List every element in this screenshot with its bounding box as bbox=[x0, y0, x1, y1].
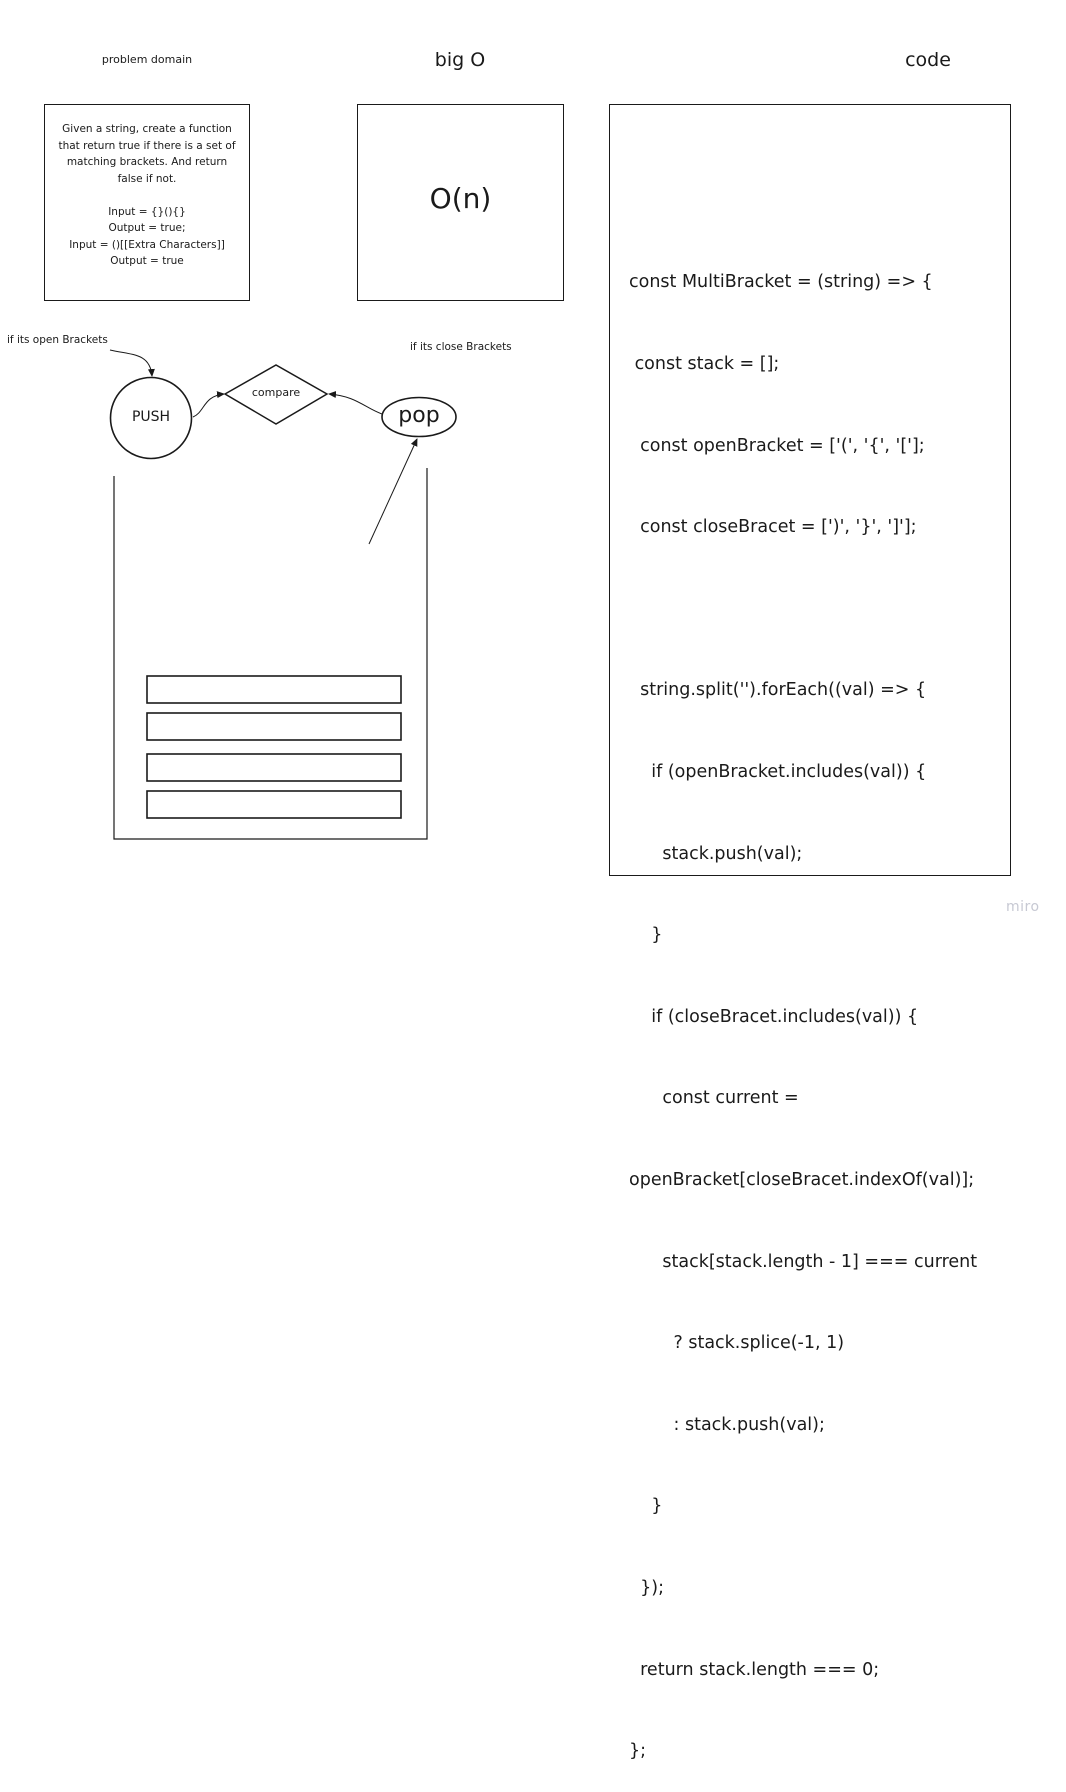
code-line: stack.push(val); bbox=[629, 843, 803, 864]
code-line: const stack = []; bbox=[629, 354, 780, 374]
pop-label: pop bbox=[398, 403, 440, 428]
code-heading: code bbox=[905, 49, 951, 71]
code-box bbox=[609, 104, 1011, 876]
problem-description: Given a string, create a function that r… bbox=[49, 121, 245, 270]
code-line: return stack.length === 0; bbox=[629, 1659, 880, 1680]
code-line: : stack.push(val); bbox=[629, 1414, 825, 1435]
code-line: openBracket[closeBracet.indexOf(val)]; bbox=[629, 1169, 975, 1190]
big-o-heading: big O bbox=[434, 49, 486, 71]
problem-line: that return true if there is a set of bbox=[58, 139, 236, 152]
code-line: const current = bbox=[629, 1088, 799, 1109]
compare-label: compare bbox=[251, 386, 301, 399]
code-line: ? stack.splice(-1, 1) bbox=[629, 1333, 845, 1354]
code-line: const closeBracet = [')', '}', ']']; bbox=[629, 517, 917, 538]
problem-line: Input = ()[[Extra Characters]] bbox=[69, 238, 225, 251]
compare-node bbox=[223, 364, 329, 425]
pop-node bbox=[381, 396, 457, 438]
code-line: } bbox=[629, 925, 663, 946]
push-label: PUSH bbox=[131, 409, 171, 425]
problem-line: Output = true; bbox=[108, 222, 186, 234]
push-to-compare-arrow bbox=[192, 391, 225, 418]
pop-to-compare-arrow bbox=[328, 391, 383, 415]
open-brackets-arrow bbox=[109, 349, 155, 377]
code-line: if (closeBracet.includes(val)) { bbox=[629, 1006, 919, 1027]
problem-domain-heading: problem domain bbox=[101, 53, 193, 66]
code-line: } bbox=[629, 1496, 663, 1517]
stack-diagram bbox=[109, 349, 457, 840]
code-line: const MultiBracket = (string) => { bbox=[629, 272, 933, 293]
stack-item bbox=[146, 712, 402, 741]
stack-to-pop-arrow bbox=[368, 438, 418, 545]
stack-container bbox=[113, 468, 428, 840]
close-brackets-label: if its close Brackets bbox=[410, 341, 512, 353]
code-line: }); bbox=[629, 1577, 664, 1598]
big-o-box bbox=[357, 104, 564, 301]
code-line: const openBracket = ['(', '{', '[']; bbox=[629, 435, 925, 456]
problem-line: Given a string, create a function bbox=[62, 123, 232, 135]
open-brackets-label: if its open Brackets bbox=[7, 334, 108, 346]
problem-domain-box bbox=[44, 104, 250, 301]
big-o-value: O(n) bbox=[429, 182, 492, 215]
problem-line: matching brackets. And return bbox=[66, 156, 228, 168]
push-node bbox=[109, 376, 193, 460]
code-line: stack[stack.length - 1] === current bbox=[629, 1251, 978, 1272]
stack-item bbox=[146, 790, 402, 819]
code-line: }; bbox=[629, 1741, 647, 1762]
stack-item bbox=[146, 675, 402, 704]
code-line: string.split('').forEach((val) => { bbox=[629, 680, 927, 701]
stack-item bbox=[146, 753, 402, 782]
problem-line: Output = true bbox=[110, 255, 184, 267]
miro-watermark: miro bbox=[1006, 899, 1040, 915]
code-line: if (openBracket.includes(val)) { bbox=[629, 761, 927, 782]
problem-line: Input = {}(){} bbox=[108, 205, 186, 218]
problem-line: false if not. bbox=[117, 172, 177, 185]
